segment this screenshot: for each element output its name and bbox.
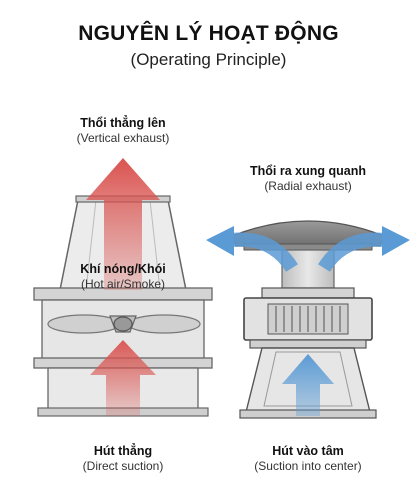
suction-into-center-arrow	[282, 354, 334, 416]
left-bottom-label: Hút thẳng (Direct suction)	[23, 444, 223, 473]
vertical-exhaust-arrow	[86, 158, 160, 290]
hot-air-sublabel: (Hot air/Smoke)	[80, 277, 166, 291]
right-bottom-label: Hút vào tâm (Suction into center)	[208, 444, 408, 473]
suction-center-sublabel: (Suction into center)	[254, 459, 362, 473]
direct-suction-arrow	[90, 340, 156, 416]
suction-center-label: Hút vào tâm	[272, 444, 344, 458]
vertical-exhaust-label: Thổi thẳng lên	[80, 116, 166, 130]
left-top-label: Thổi thẳng lên (Vertical exhaust)	[23, 116, 223, 145]
radial-exhaust-label: Thổi ra xung quanh	[250, 164, 366, 178]
vertical-exhaust-sublabel: (Vertical exhaust)	[76, 131, 170, 145]
radial-exhaust-sublabel: (Radial exhaust)	[264, 179, 352, 193]
radial-exhaust-arrows	[206, 226, 410, 272]
left-center-label: Khí nóng/Khói (Hot air/Smoke)	[23, 262, 223, 291]
direct-suction-label: Hút thẳng	[93, 444, 153, 458]
page-subtitle: (Operating Principle)	[130, 50, 287, 69]
left-fan-propeller	[47, 314, 201, 334]
page-title: NGUYÊN LÝ HOẠT ĐỘNG	[78, 22, 339, 45]
hot-air-label: Khí nóng/Khói	[80, 262, 166, 276]
right-top-label: Thổi ra xung quanh (Radial exhaust)	[208, 164, 408, 193]
direct-suction-sublabel: (Direct suction)	[82, 459, 164, 473]
